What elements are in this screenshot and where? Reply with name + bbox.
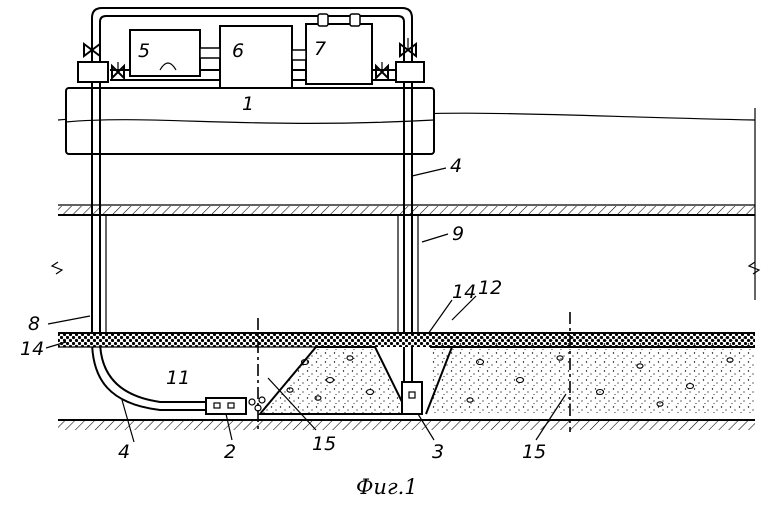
equipment-units bbox=[129, 13, 373, 89]
reference-numerals: 5 6 7 1 4 9 14 12 8 14 11 4 2 15 3 15 bbox=[20, 38, 546, 463]
label-15-left: 15 bbox=[312, 433, 336, 455]
label-14-right: 14 bbox=[452, 281, 476, 303]
leader-lines bbox=[45, 167, 567, 443]
label-4-right: 4 bbox=[450, 155, 462, 177]
submersible-pump bbox=[401, 381, 423, 415]
label-12: 12 bbox=[478, 277, 502, 299]
label-6: 6 bbox=[232, 40, 244, 62]
ore-layer bbox=[58, 332, 755, 430]
label-1: 1 bbox=[242, 93, 254, 115]
label-3: 3 bbox=[432, 441, 444, 463]
left-riser bbox=[91, 82, 210, 411]
label-14-left: 14 bbox=[20, 338, 44, 360]
label-11: 11 bbox=[166, 367, 190, 389]
valves bbox=[77, 38, 425, 83]
section-lines bbox=[257, 312, 571, 432]
label-2: 2 bbox=[224, 441, 236, 463]
seabed-surface bbox=[58, 206, 755, 216]
label-15-right: 15 bbox=[522, 441, 546, 463]
label-9: 9 bbox=[452, 223, 464, 245]
mining-tool bbox=[205, 396, 266, 415]
label-8: 8 bbox=[28, 313, 40, 335]
label-4-left: 4 bbox=[118, 441, 130, 463]
figure-caption: Фиг.1 bbox=[356, 475, 418, 499]
label-7: 7 bbox=[314, 38, 326, 60]
label-5: 5 bbox=[138, 40, 150, 62]
